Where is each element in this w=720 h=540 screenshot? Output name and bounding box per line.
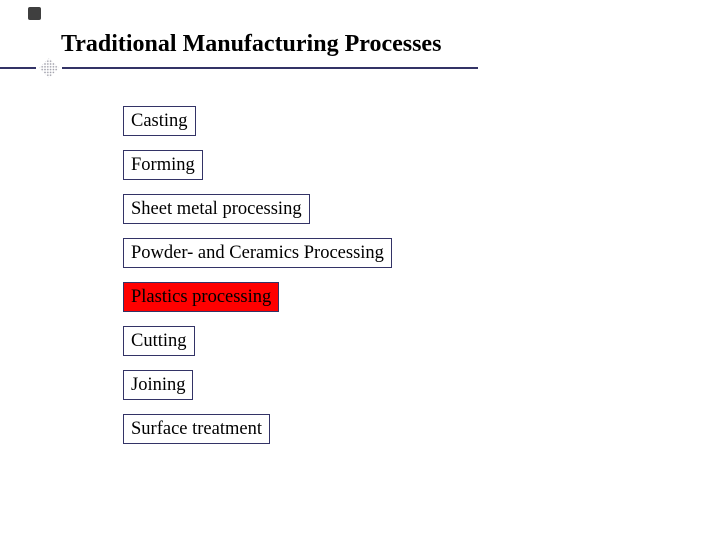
corner-marker [28,7,41,20]
process-box-list: Casting Forming Sheet metal processing P… [123,106,392,458]
title-rule-line [0,67,478,69]
page-title: Traditional Manufacturing Processes [61,31,442,57]
process-box-forming: Forming [123,150,203,180]
process-box-casting: Casting [123,106,196,136]
process-box-powder-and-ceramics-processing: Powder- and Ceramics Processing [123,238,392,268]
process-box-joining: Joining [123,370,194,400]
process-box-cutting: Cutting [123,326,195,356]
process-box-plastics-processing-highlighted: Plastics processing [123,282,280,312]
process-box-surface-treatment: Surface treatment [123,414,270,444]
diamond-ornament-icon [36,57,62,79]
process-box-sheet-metal-processing: Sheet metal processing [123,194,310,224]
